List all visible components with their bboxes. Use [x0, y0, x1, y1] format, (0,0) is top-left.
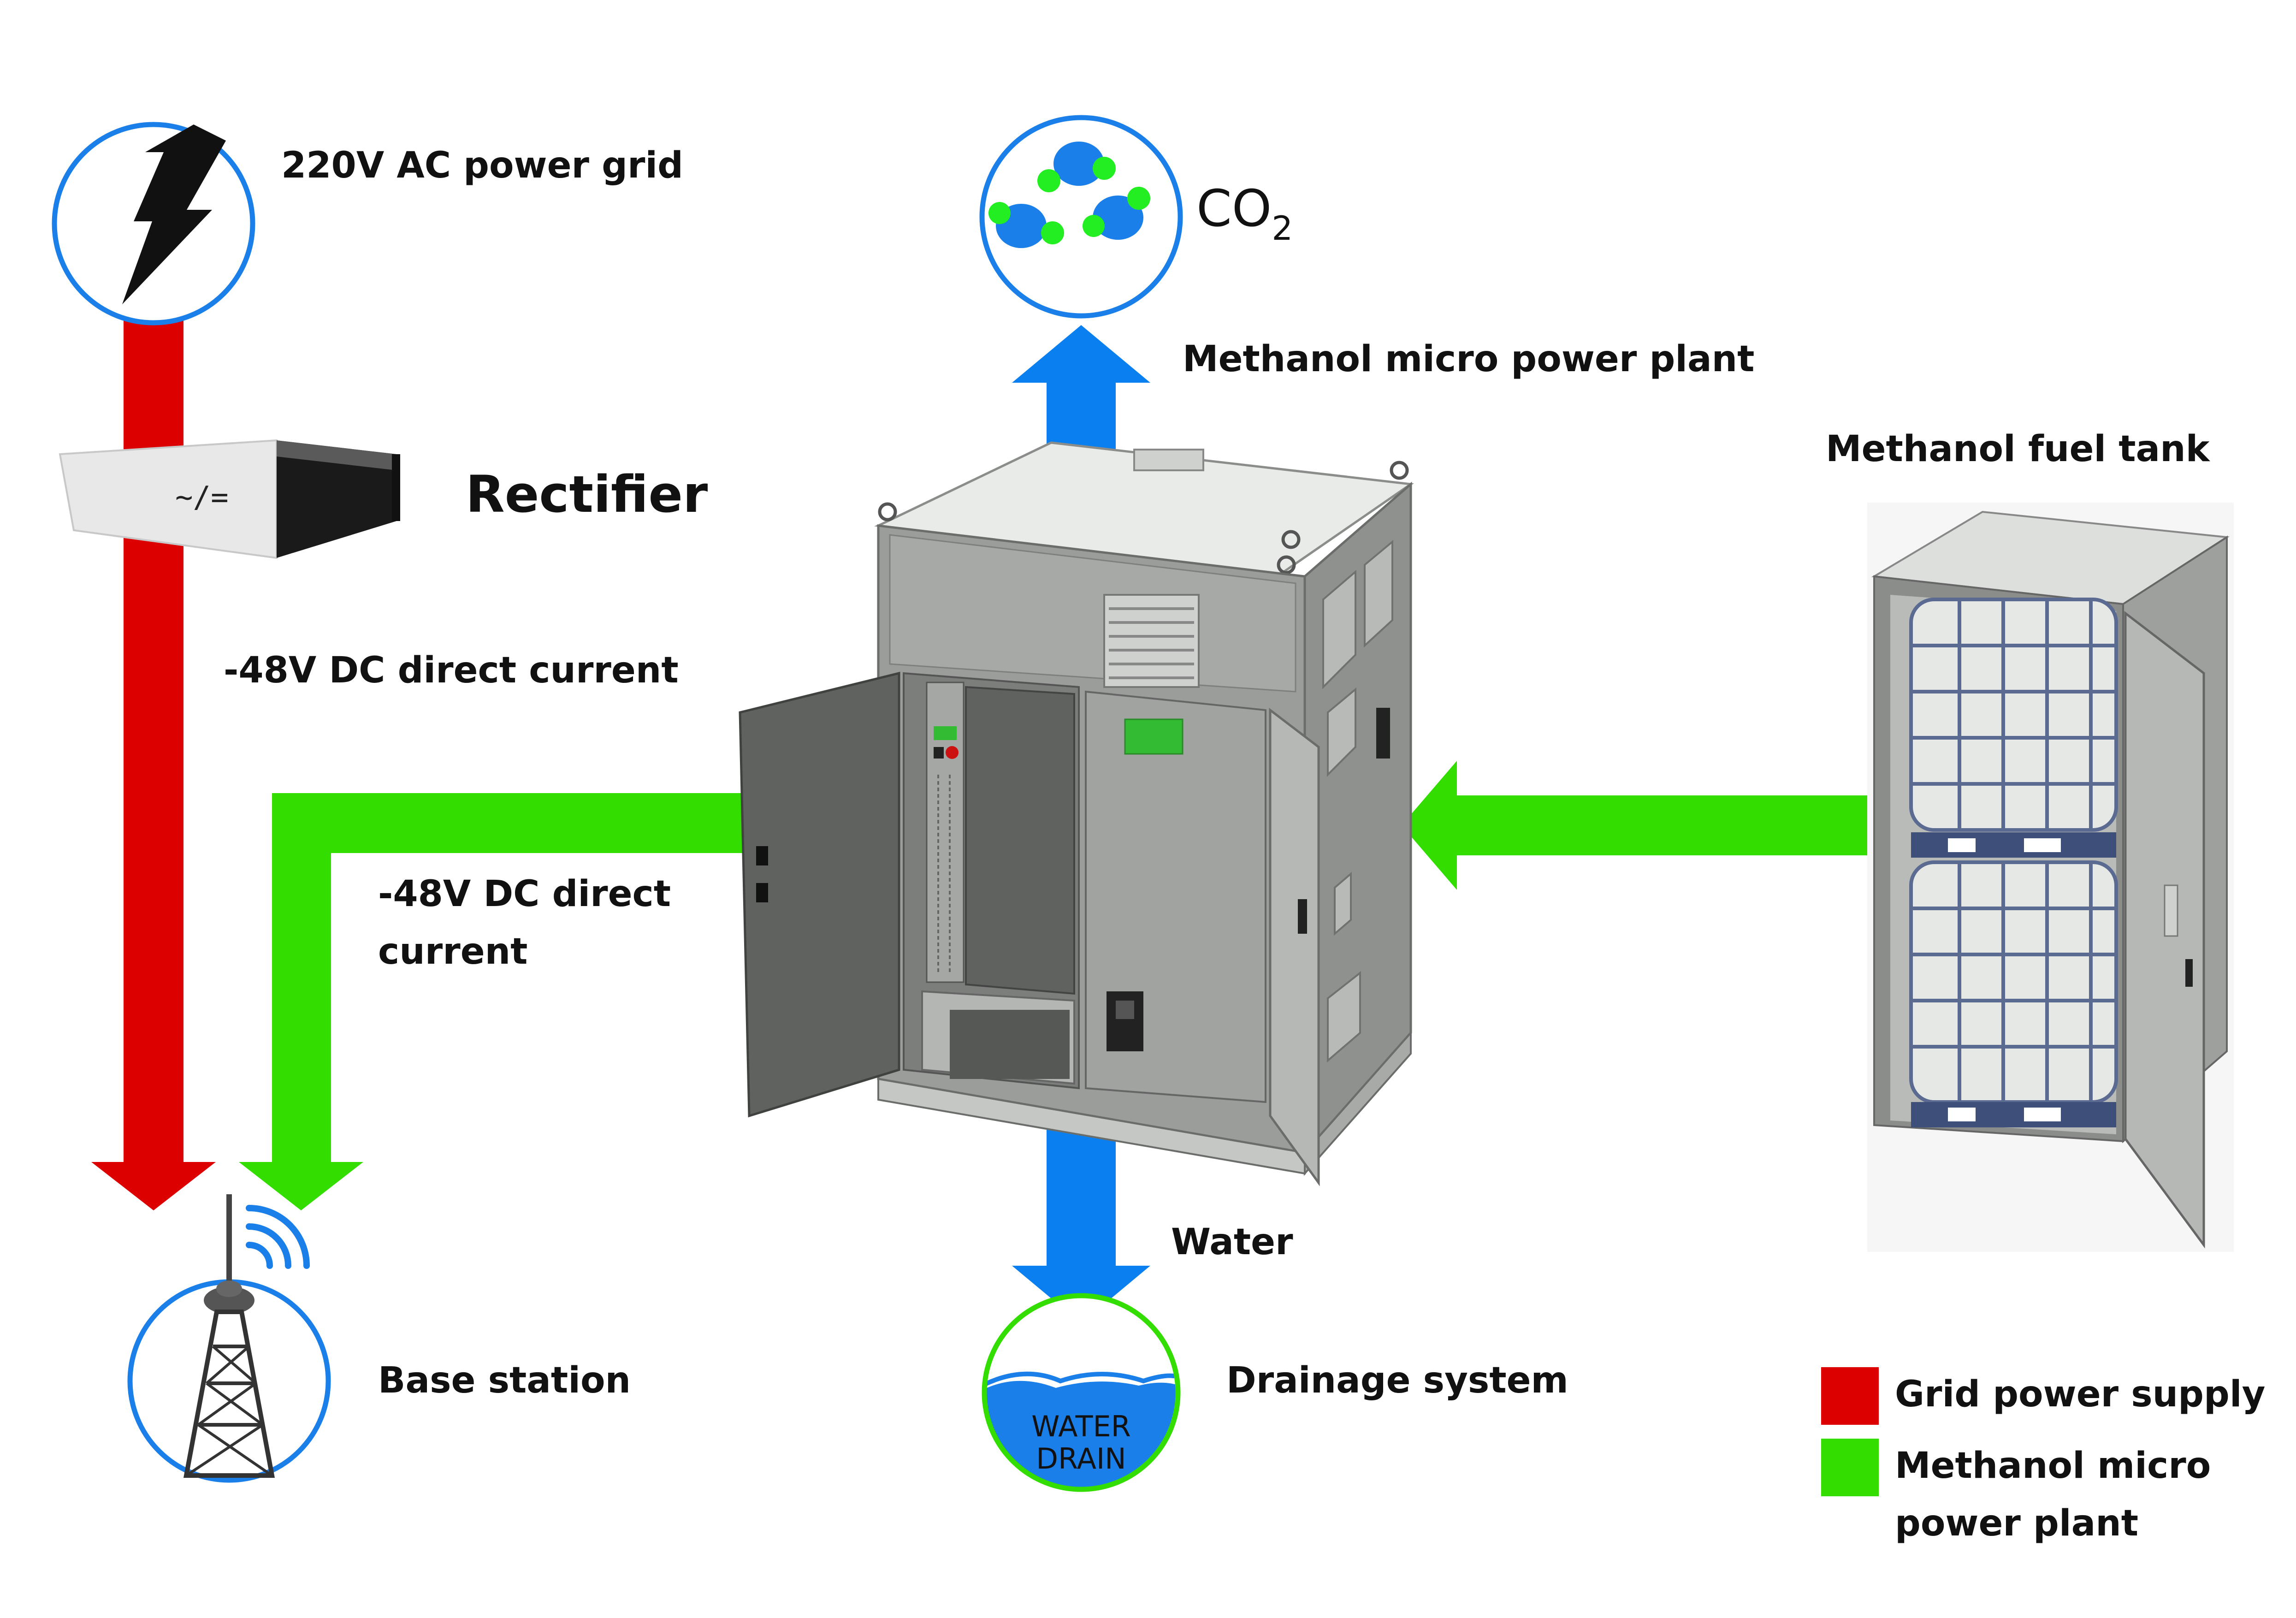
dc-label-top: -48V DC direct current: [224, 650, 679, 691]
base-station-label: Base station: [378, 1360, 631, 1401]
co2-node: [979, 115, 1183, 319]
water-drain-icon: [984, 1371, 1178, 1489]
power-plant-cabinet: [739, 441, 1414, 1186]
rectifier-label: Rectifier: [466, 465, 708, 524]
tower-icon: [183, 1194, 275, 1478]
co2-exhaust-arrow: [1012, 325, 1150, 454]
water-label: Water: [1171, 1221, 1293, 1263]
signal-icon: [246, 1205, 310, 1269]
tank-label: Methanol fuel tank: [1826, 428, 2211, 470]
water-drain-arrow: [1012, 1125, 1150, 1323]
front-louver: [1103, 594, 1200, 688]
legend-plant-label-2: power plant: [1895, 1503, 2138, 1544]
legend-plant-label-1: Methanol micro: [1895, 1445, 2211, 1487]
drainage-label: Drainage system: [1226, 1360, 1568, 1401]
legend-plant-swatch: [1821, 1439, 1879, 1496]
drainage-node: WATER DRAIN: [982, 1293, 1181, 1492]
side-louvers: [1322, 539, 1393, 1063]
dc-label-mid-2: current: [378, 931, 527, 972]
drain-icon-text-1: WATER: [1031, 1410, 1131, 1443]
rectifier-unit: ~/=: [59, 439, 400, 559]
plant-label: Methanol micro power plant: [1183, 338, 1754, 380]
legend-grid-swatch: [1821, 1367, 1879, 1425]
drain-icon-text-2: DRAIN: [1036, 1442, 1126, 1476]
plant-dc-arrow: [239, 793, 745, 1210]
base-station-node: [127, 1194, 331, 1483]
grid-label: 220V AC power grid: [281, 145, 683, 186]
legend: Grid power supply Methanol micro power p…: [1821, 1367, 2265, 1544]
dc-label-mid-1: -48V DC direct: [378, 873, 671, 915]
fuel-tank-cabinet: [1867, 503, 2234, 1252]
co2-label: CO2: [1196, 179, 1293, 248]
lightning-icon: [122, 124, 226, 304]
legend-grid-label: Grid power supply: [1895, 1374, 2265, 1415]
co2-molecules-icon: [988, 142, 1150, 248]
rectifier-symbol: ~/=: [175, 480, 229, 515]
power-grid-node: [52, 122, 255, 326]
fuel-flow-arrow: [1402, 761, 1890, 890]
